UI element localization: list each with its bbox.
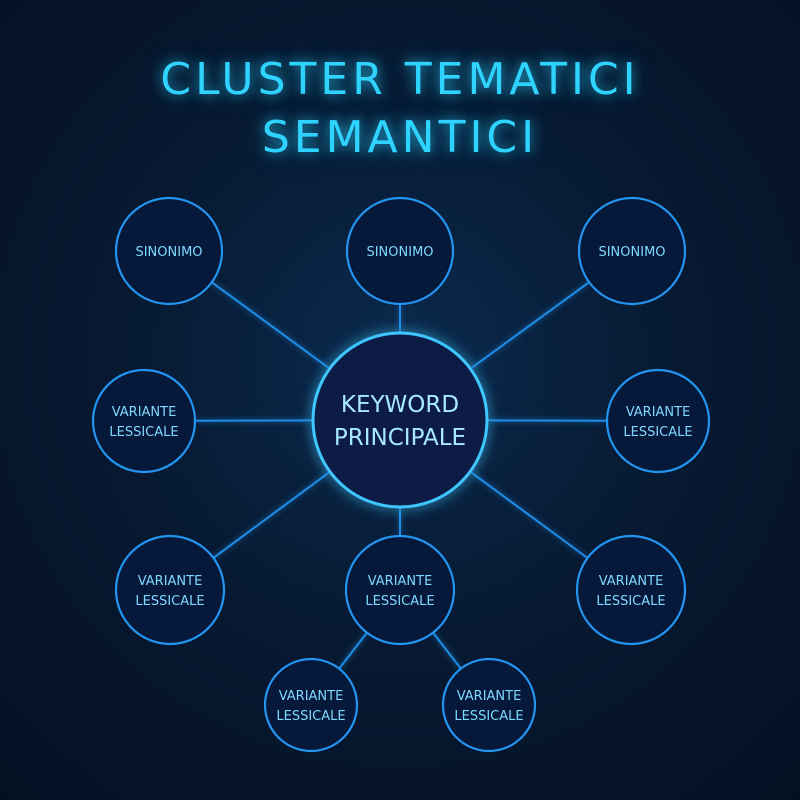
node-variante-lower-right: VARIANTE LESSICALE [575, 534, 687, 646]
node-label-sinonimo-left-1: SINONIMO [135, 245, 202, 260]
edges-layer [194, 281, 608, 670]
keyword-principale-line-2: PRINCIPALE [334, 425, 466, 451]
keyword-principale-line-1: KEYWORD [341, 392, 459, 418]
node-label-variante-bottom-2: LESSICALE [365, 594, 434, 609]
node-sinonimo-top: SINONIMO [345, 196, 455, 306]
title-line-2: SEMANTICI [261, 112, 539, 163]
node-label-variante-sub-left-2: LESSICALE [276, 709, 345, 724]
node-label-variante-right-1: VARIANTE [626, 405, 691, 420]
node-label-variante-lower-left-2: LESSICALE [135, 594, 204, 609]
node-variante-bottom: VARIANTE LESSICALE [344, 534, 456, 646]
node-variante-lower-left: VARIANTE LESSICALE [114, 534, 226, 646]
edge-center-to-sinonimo-left [211, 281, 331, 370]
node-label-variante-left-1: VARIANTE [112, 405, 177, 420]
node-label-variante-lower-right-1: VARIANTE [599, 574, 664, 589]
node-label-variante-sub-right-2: LESSICALE [454, 709, 523, 724]
node-sinonimo-right: SINONIMO [577, 196, 687, 306]
node-variante-sub-right: VARIANTE LESSICALE [441, 657, 537, 753]
node-variante-left: VARIANTE LESSICALE [91, 368, 197, 474]
node-label-variante-right-2: LESSICALE [623, 425, 692, 440]
node-circle-variante-left [91, 368, 197, 474]
node-label-variante-sub-left-1: VARIANTE [279, 689, 344, 704]
node-circle-variante-lower-right [575, 534, 687, 646]
node-circle-variante-right [605, 368, 711, 474]
node-label-variante-lower-right-2: LESSICALE [596, 594, 665, 609]
node-label-variante-lower-left-1: VARIANTE [138, 574, 203, 589]
node-variante-right: VARIANTE LESSICALE [605, 368, 711, 474]
node-circle-variante-sub-left [263, 657, 359, 753]
node-label-variante-left-2: LESSICALE [109, 425, 178, 440]
node-circle-sinonimo-right [577, 196, 687, 306]
keyword-principale-node: KEYWORD PRINCIPALE [311, 331, 489, 509]
edge-variante-bottom-to-variante-sub-right [432, 632, 462, 670]
node-circle-variante-lower-left [114, 534, 226, 646]
nodes-layer: SINONIMO SINONIMO SINONIMO VARIANTE LESSICAL… [91, 196, 711, 753]
node-label-sinonimo-right-1: SINONIMO [598, 245, 665, 260]
node-circle-sinonimo-left [114, 196, 224, 306]
node-label-variante-bottom-1: VARIANTE [368, 574, 433, 589]
title-line-1: CLUSTER TEMATICI [160, 54, 640, 105]
node-label-sinonimo-top-1: SINONIMO [366, 245, 433, 260]
edge-center-to-variante-lower-right [469, 470, 589, 559]
node-circle-sinonimo-top [345, 196, 455, 306]
edge-center-to-variante-lower-left [212, 470, 331, 559]
edge-variante-bottom-to-variante-sub-left [338, 632, 368, 670]
node-sinonimo-left: SINONIMO [114, 196, 224, 306]
node-variante-sub-left: VARIANTE LESSICALE [263, 657, 359, 753]
node-circle-variante-bottom [344, 534, 456, 646]
node-circle-variante-sub-right [441, 657, 537, 753]
node-label-variante-sub-right-1: VARIANTE [457, 689, 522, 704]
edge-center-to-sinonimo-right [469, 281, 590, 370]
keyword-principale-circle [311, 331, 489, 509]
